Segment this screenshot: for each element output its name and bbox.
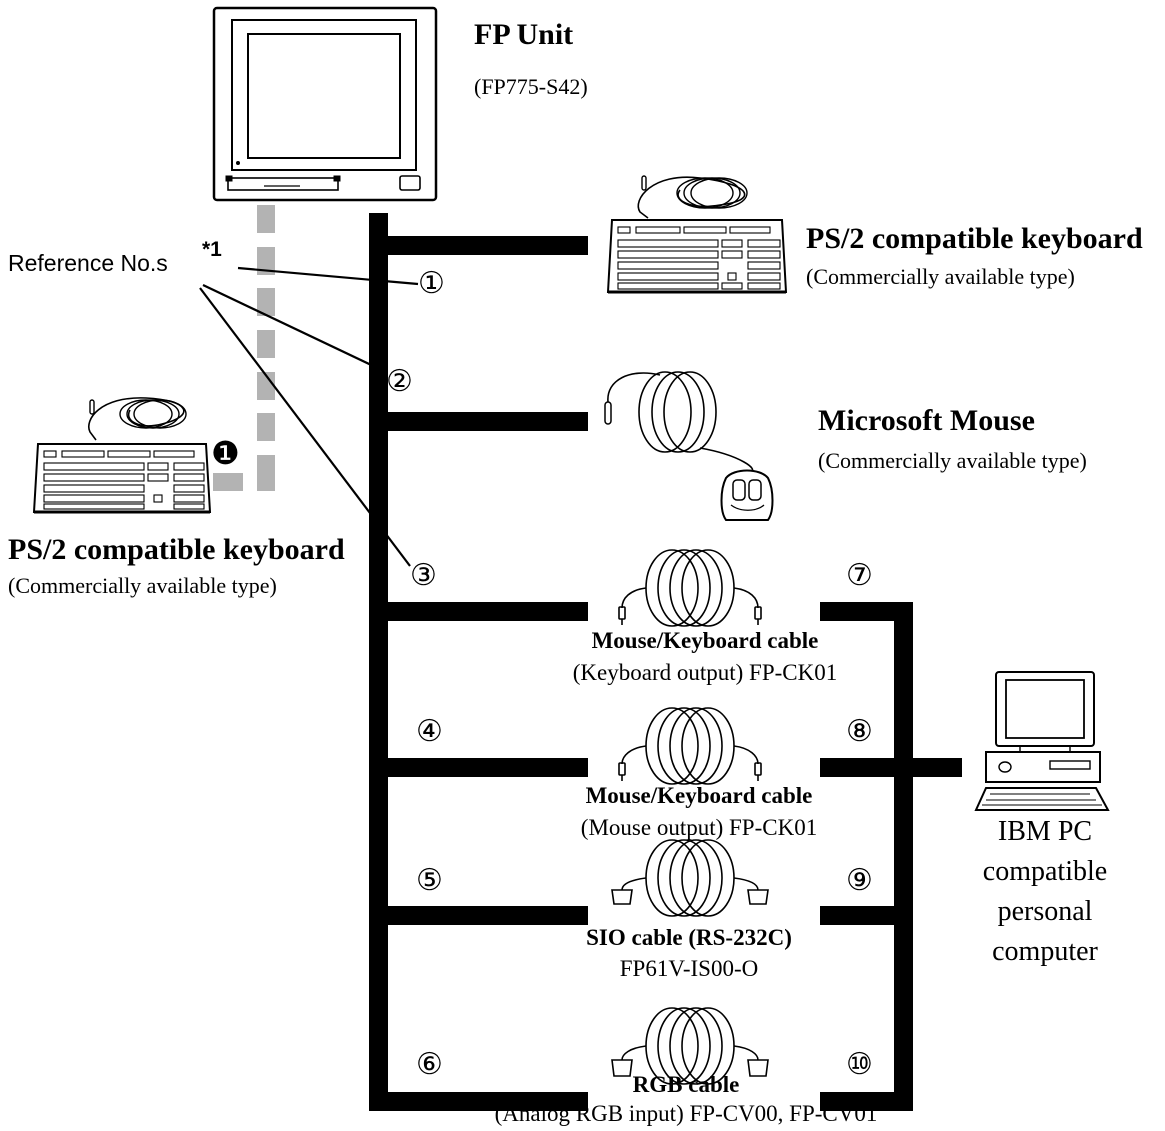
- branch-5-line: [369, 906, 588, 925]
- pc-caption-line-3: personal: [997, 896, 1093, 927]
- pc-caption-line-1: IBM PC: [997, 816, 1093, 847]
- mouse-icon: [604, 371, 774, 521]
- branch-8-line: [820, 758, 913, 777]
- cable-1-subtitle: (Keyboard output) FP-CK01: [572, 660, 838, 685]
- main-bus-line: [369, 213, 388, 1111]
- pc-caption-line-4: computer: [992, 936, 1098, 967]
- reference-leader-lines: [199, 266, 419, 567]
- fp-unit-model: (FP775-S42): [474, 74, 588, 99]
- reference-note: *1: [202, 238, 222, 261]
- keyboard-right-title: PS/2 compatible keyboard: [806, 222, 1143, 255]
- ref-number-9: ⑨: [846, 863, 873, 898]
- cable-coil-icon-3: [611, 839, 769, 917]
- branch-4-line: [369, 758, 588, 777]
- cable-coil-icon-4: [611, 1007, 769, 1085]
- keyboard-left-ref-number: ❶: [211, 434, 240, 472]
- ref-number-5: ⑤: [416, 863, 443, 898]
- ref-number-10: ⑩: [846, 1047, 873, 1082]
- cable-1-title: Mouse/Keyboard cable: [591, 628, 819, 653]
- ref-number-6: ⑥: [416, 1047, 443, 1082]
- cable-coil-icon-2: [618, 707, 762, 785]
- right-bus-line: [894, 602, 913, 1111]
- keyboard-left-subtitle: (Commercially available type): [8, 573, 277, 598]
- ref-number-3: ③: [410, 558, 437, 593]
- pc-caption: IBM PC compatible personal computer: [983, 812, 1107, 972]
- keyboard-left-title: PS/2 compatible keyboard: [8, 533, 345, 566]
- ref-number-8: ⑧: [846, 714, 873, 749]
- cable-2-title: Mouse/Keyboard cable: [585, 783, 813, 808]
- ref-number-2: ②: [386, 364, 413, 399]
- branch-7-line: [820, 602, 913, 621]
- pc-computer-icon: [974, 671, 1110, 811]
- branch-3-line: [369, 602, 588, 621]
- pc-caption-line-2: compatible: [982, 856, 1108, 887]
- keyboard-left-icon: [32, 397, 212, 514]
- branch-10-line: [820, 1092, 913, 1111]
- dashed-connector: [213, 205, 275, 491]
- cable-3-subtitle: FP61V-IS00-O: [619, 956, 759, 981]
- cable-2-subtitle: (Mouse output) FP-CK01: [580, 815, 818, 840]
- reference-label: Reference No.s: [8, 250, 168, 276]
- branch-2-line: [369, 412, 588, 431]
- pc-connector-line: [894, 758, 962, 777]
- cable-3-title: SIO cable (RS-232C): [586, 925, 792, 950]
- branch-1-line: [369, 236, 588, 255]
- branch-9-line: [820, 906, 913, 925]
- keyboard-right-icon: [606, 175, 788, 294]
- mouse-title: Microsoft Mouse: [818, 404, 1035, 437]
- ref-number-1: ①: [418, 266, 445, 301]
- fp-unit-monitor-icon: [212, 6, 438, 202]
- cable-coil-icon-1: [618, 549, 762, 627]
- cable-4-title: RGB cable: [632, 1072, 740, 1097]
- fp-unit-title: FP Unit: [474, 18, 574, 51]
- ref-number-4: ④: [416, 714, 443, 749]
- ref-number-7: ⑦: [846, 558, 873, 593]
- branch-6-line: [369, 1092, 588, 1111]
- keyboard-right-subtitle: (Commercially available type): [806, 264, 1075, 289]
- mouse-subtitle: (Commercially available type): [818, 448, 1087, 473]
- cable-4-subtitle: (Analog RGB input) FP-CV00, FP-CV01: [494, 1101, 878, 1126]
